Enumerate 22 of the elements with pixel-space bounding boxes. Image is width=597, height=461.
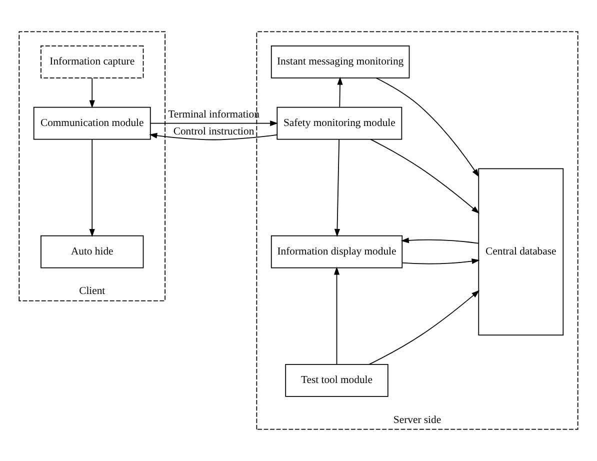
node-box: Instant messaging monitoring bbox=[270, 45, 410, 78]
node-box: Auto hide bbox=[40, 235, 144, 268]
arrow bbox=[89, 139, 95, 237]
arrow bbox=[368, 290, 480, 365]
arrow bbox=[334, 139, 340, 237]
node-box: Safety monitoring module bbox=[276, 106, 402, 140]
arrow bbox=[337, 76, 343, 108]
node-box: Central database bbox=[478, 168, 564, 336]
arrow bbox=[334, 266, 340, 365]
arrow bbox=[402, 258, 480, 264]
node-box: Information display module bbox=[270, 235, 403, 268]
arrow bbox=[150, 120, 278, 126]
arrow bbox=[376, 78, 480, 178]
edge-label: Terminal information bbox=[168, 108, 260, 121]
node-box: Communication module bbox=[33, 106, 151, 140]
arrow bbox=[400, 238, 479, 244]
node-box: Test tool module bbox=[285, 364, 388, 397]
arrow bbox=[89, 78, 95, 108]
arrow bbox=[370, 138, 480, 214]
arrow bbox=[149, 132, 278, 140]
edge-label: Control instruction bbox=[173, 126, 254, 138]
node-box: Information capture bbox=[40, 45, 144, 78]
